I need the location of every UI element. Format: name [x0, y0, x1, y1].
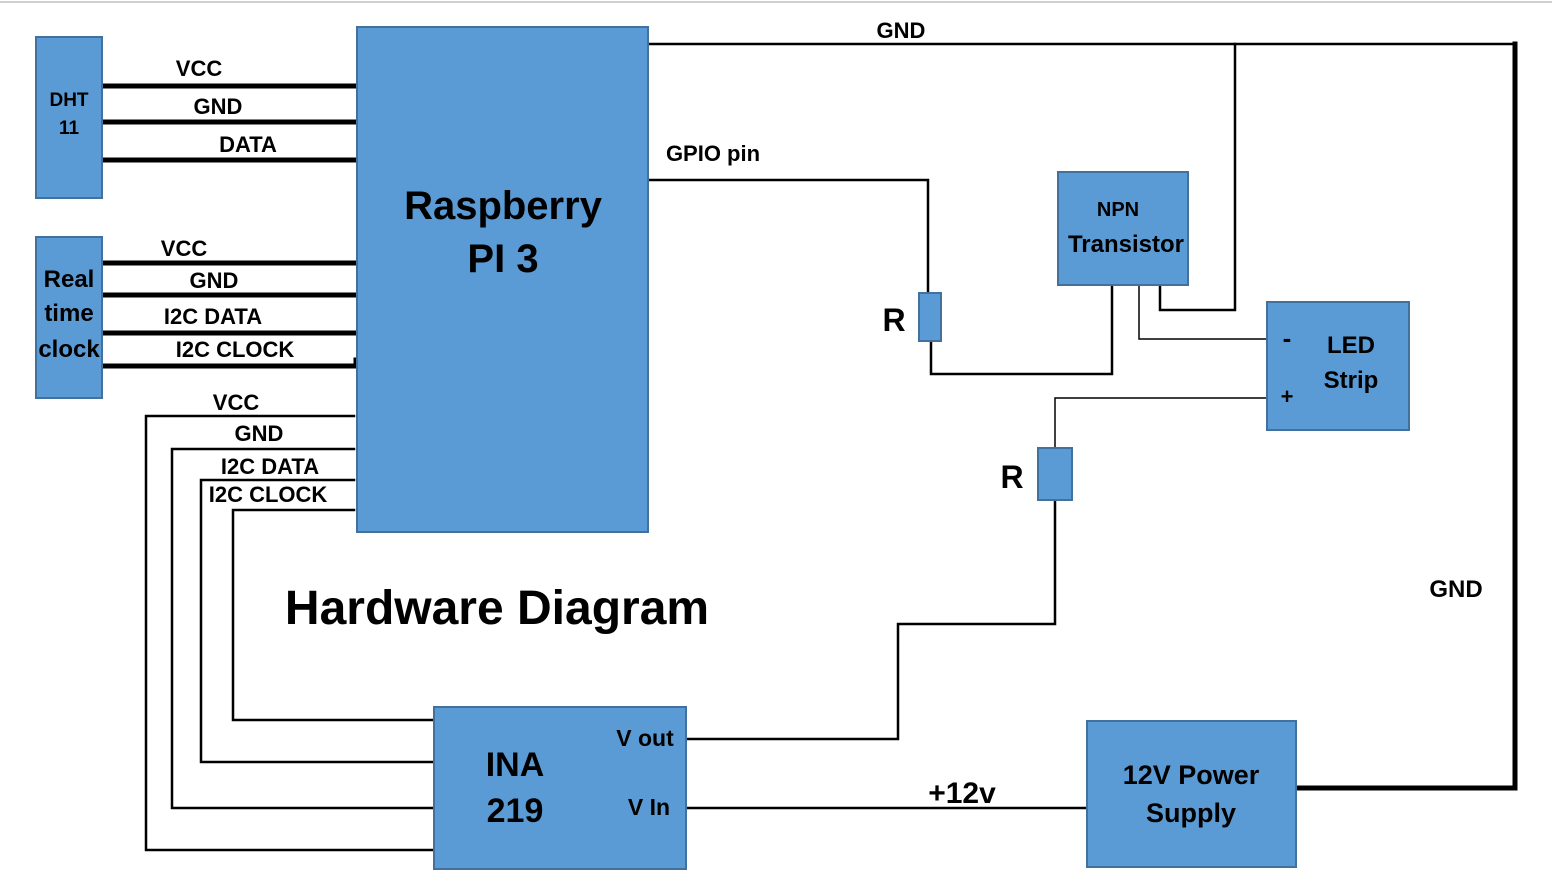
- wire-led-plus: [1054, 397, 1268, 449]
- psu-label-line2: Supply: [1146, 798, 1236, 828]
- wire-transistor-led-minus: [1138, 284, 1268, 340]
- label-dht-gnd: GND: [194, 94, 243, 119]
- led-label-line1: LED: [1327, 332, 1375, 359]
- wire-ina-data: [199, 478, 436, 764]
- pi-label-line2: PI 3: [467, 237, 538, 281]
- rtc-label-line3: clock: [38, 336, 100, 363]
- label-rtc-data: I2C DATA: [164, 304, 262, 329]
- resistor-1-label: R: [882, 302, 905, 338]
- dht11-sensor: [35, 36, 103, 199]
- wire-gnd-transistor: [1158, 42, 1237, 312]
- label-gpio: GPIO pin: [666, 141, 760, 166]
- pi-label-line1: Raspberry: [404, 184, 603, 228]
- label-ina-vcc: VCC: [213, 390, 260, 415]
- wire-ina-gnd: [170, 447, 436, 810]
- wire-ina-vcc: [144, 414, 436, 852]
- rtc-module: [35, 236, 103, 399]
- power-supply: [1086, 720, 1297, 868]
- wire-gpio: [647, 178, 930, 295]
- raspberry-pi: [356, 26, 649, 533]
- label-rtc-vcc: VCC: [161, 236, 208, 261]
- label-12v: +12v: [928, 777, 996, 810]
- label-ina-data: I2C DATA: [221, 454, 319, 479]
- wires: [100, 41, 1518, 852]
- psu-label-line1: 12V Power: [1123, 760, 1260, 790]
- wire-resistor1-base: [929, 283, 1114, 376]
- led-plus-terminal: +: [1281, 384, 1294, 409]
- npn-label-line1: NPN: [1097, 199, 1139, 221]
- wire-ina-clock: [231, 508, 436, 722]
- ina-vin-label: V In: [628, 794, 670, 820]
- ina-vout-label: V out: [616, 725, 674, 751]
- label-gnd-top: GND: [877, 18, 926, 43]
- npn-transistor: [1057, 171, 1189, 286]
- npn-label-line2: Transistor: [1068, 231, 1184, 258]
- rtc-label-line2: time: [44, 300, 93, 327]
- label-ina-gnd: GND: [235, 421, 284, 446]
- led-strip: [1266, 301, 1410, 431]
- label-ina-clock: I2C CLOCK: [209, 482, 328, 507]
- ina-label-line1: INA: [486, 746, 545, 784]
- led-label-line2: Strip: [1324, 367, 1379, 394]
- label-rtc-gnd: GND: [190, 268, 239, 293]
- label-dht-vcc: VCC: [176, 56, 223, 81]
- label-gnd-right: GND: [1429, 576, 1482, 603]
- rtc-label-line1: Real: [44, 266, 95, 293]
- led-minus-terminal: -: [1283, 323, 1292, 353]
- ina-label-line2: 219: [487, 792, 544, 830]
- dht11-label-line2: 11: [59, 118, 80, 139]
- label-dht-data: DATA: [219, 132, 277, 157]
- wire-vout: [686, 498, 1057, 741]
- resistor-1: [918, 292, 942, 342]
- resistor-2: [1037, 447, 1073, 501]
- resistor-2-label: R: [1000, 459, 1023, 495]
- dht11-label-line1: DHT: [49, 90, 88, 111]
- diagram-title: Hardware Diagram: [285, 582, 709, 635]
- ina219-sensor: [433, 706, 687, 870]
- label-rtc-clock: I2C CLOCK: [176, 337, 295, 362]
